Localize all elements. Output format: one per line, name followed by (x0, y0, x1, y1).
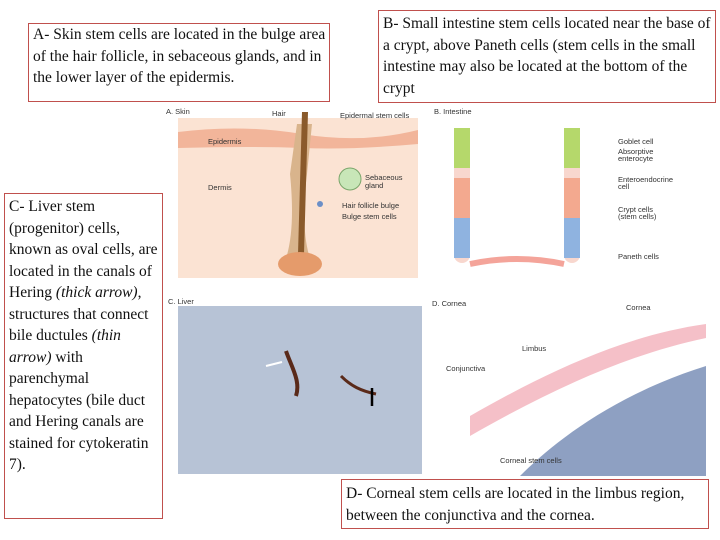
svg-text:Cornea: Cornea (626, 303, 651, 312)
bile-ductule-stain (284, 350, 300, 397)
caption-c: C- Liver stem (progenitor) cells, known … (4, 193, 163, 519)
svg-text:C. Liver: C. Liver (168, 297, 194, 306)
bulge-stem-cell (317, 201, 323, 207)
skin-diagram: A. Skin Hair Epidermal stem cells Epider… (166, 107, 418, 278)
cornea-diagram: D. Cornea Cornea Limbus Conjunctiva Corn… (432, 299, 706, 476)
eye-interior (520, 366, 706, 476)
svg-text:D. Cornea: D. Cornea (432, 299, 467, 308)
cornea-epithelium (470, 324, 706, 436)
crypt-left (454, 128, 470, 263)
thin-arrow (265, 361, 283, 367)
liver-micrograph: C. Liver (168, 297, 422, 474)
caption-a: A- Skin stem cells are located in the bu… (28, 23, 330, 102)
svg-text:Goblet cell: Goblet cell (618, 137, 654, 146)
svg-text:Epidermal stem cells: Epidermal stem cells (340, 111, 409, 120)
svg-text:Bulge stem cells: Bulge stem cells (342, 212, 397, 221)
paneth-cells (469, 256, 565, 267)
hair-bulb (278, 252, 322, 276)
svg-text:Epidermis: Epidermis (208, 137, 242, 146)
svg-text:B. Intestine: B. Intestine (434, 107, 472, 116)
caption-d: D- Corneal stem cells are located in the… (341, 479, 709, 529)
caption-b: B- Small intestine stem cells located ne… (378, 10, 716, 103)
svg-text:Hair: Hair (272, 109, 286, 118)
skin-panel-title: A. Skin (166, 107, 190, 116)
hair-shaft (298, 112, 308, 254)
svg-text:Crypt cells(stem cells): Crypt cells(stem cells) (618, 205, 657, 221)
crypt-right (564, 128, 580, 263)
svg-text:Dermis: Dermis (208, 183, 232, 192)
svg-text:Limbus: Limbus (522, 344, 546, 353)
svg-text:Hair follicle bulge: Hair follicle bulge (342, 201, 399, 210)
svg-text:Corneal stem cells: Corneal stem cells (500, 456, 562, 465)
svg-text:Conjunctiva: Conjunctiva (446, 364, 486, 373)
svg-text:Paneth cells: Paneth cells (618, 252, 659, 261)
sebaceous-gland (338, 167, 362, 191)
